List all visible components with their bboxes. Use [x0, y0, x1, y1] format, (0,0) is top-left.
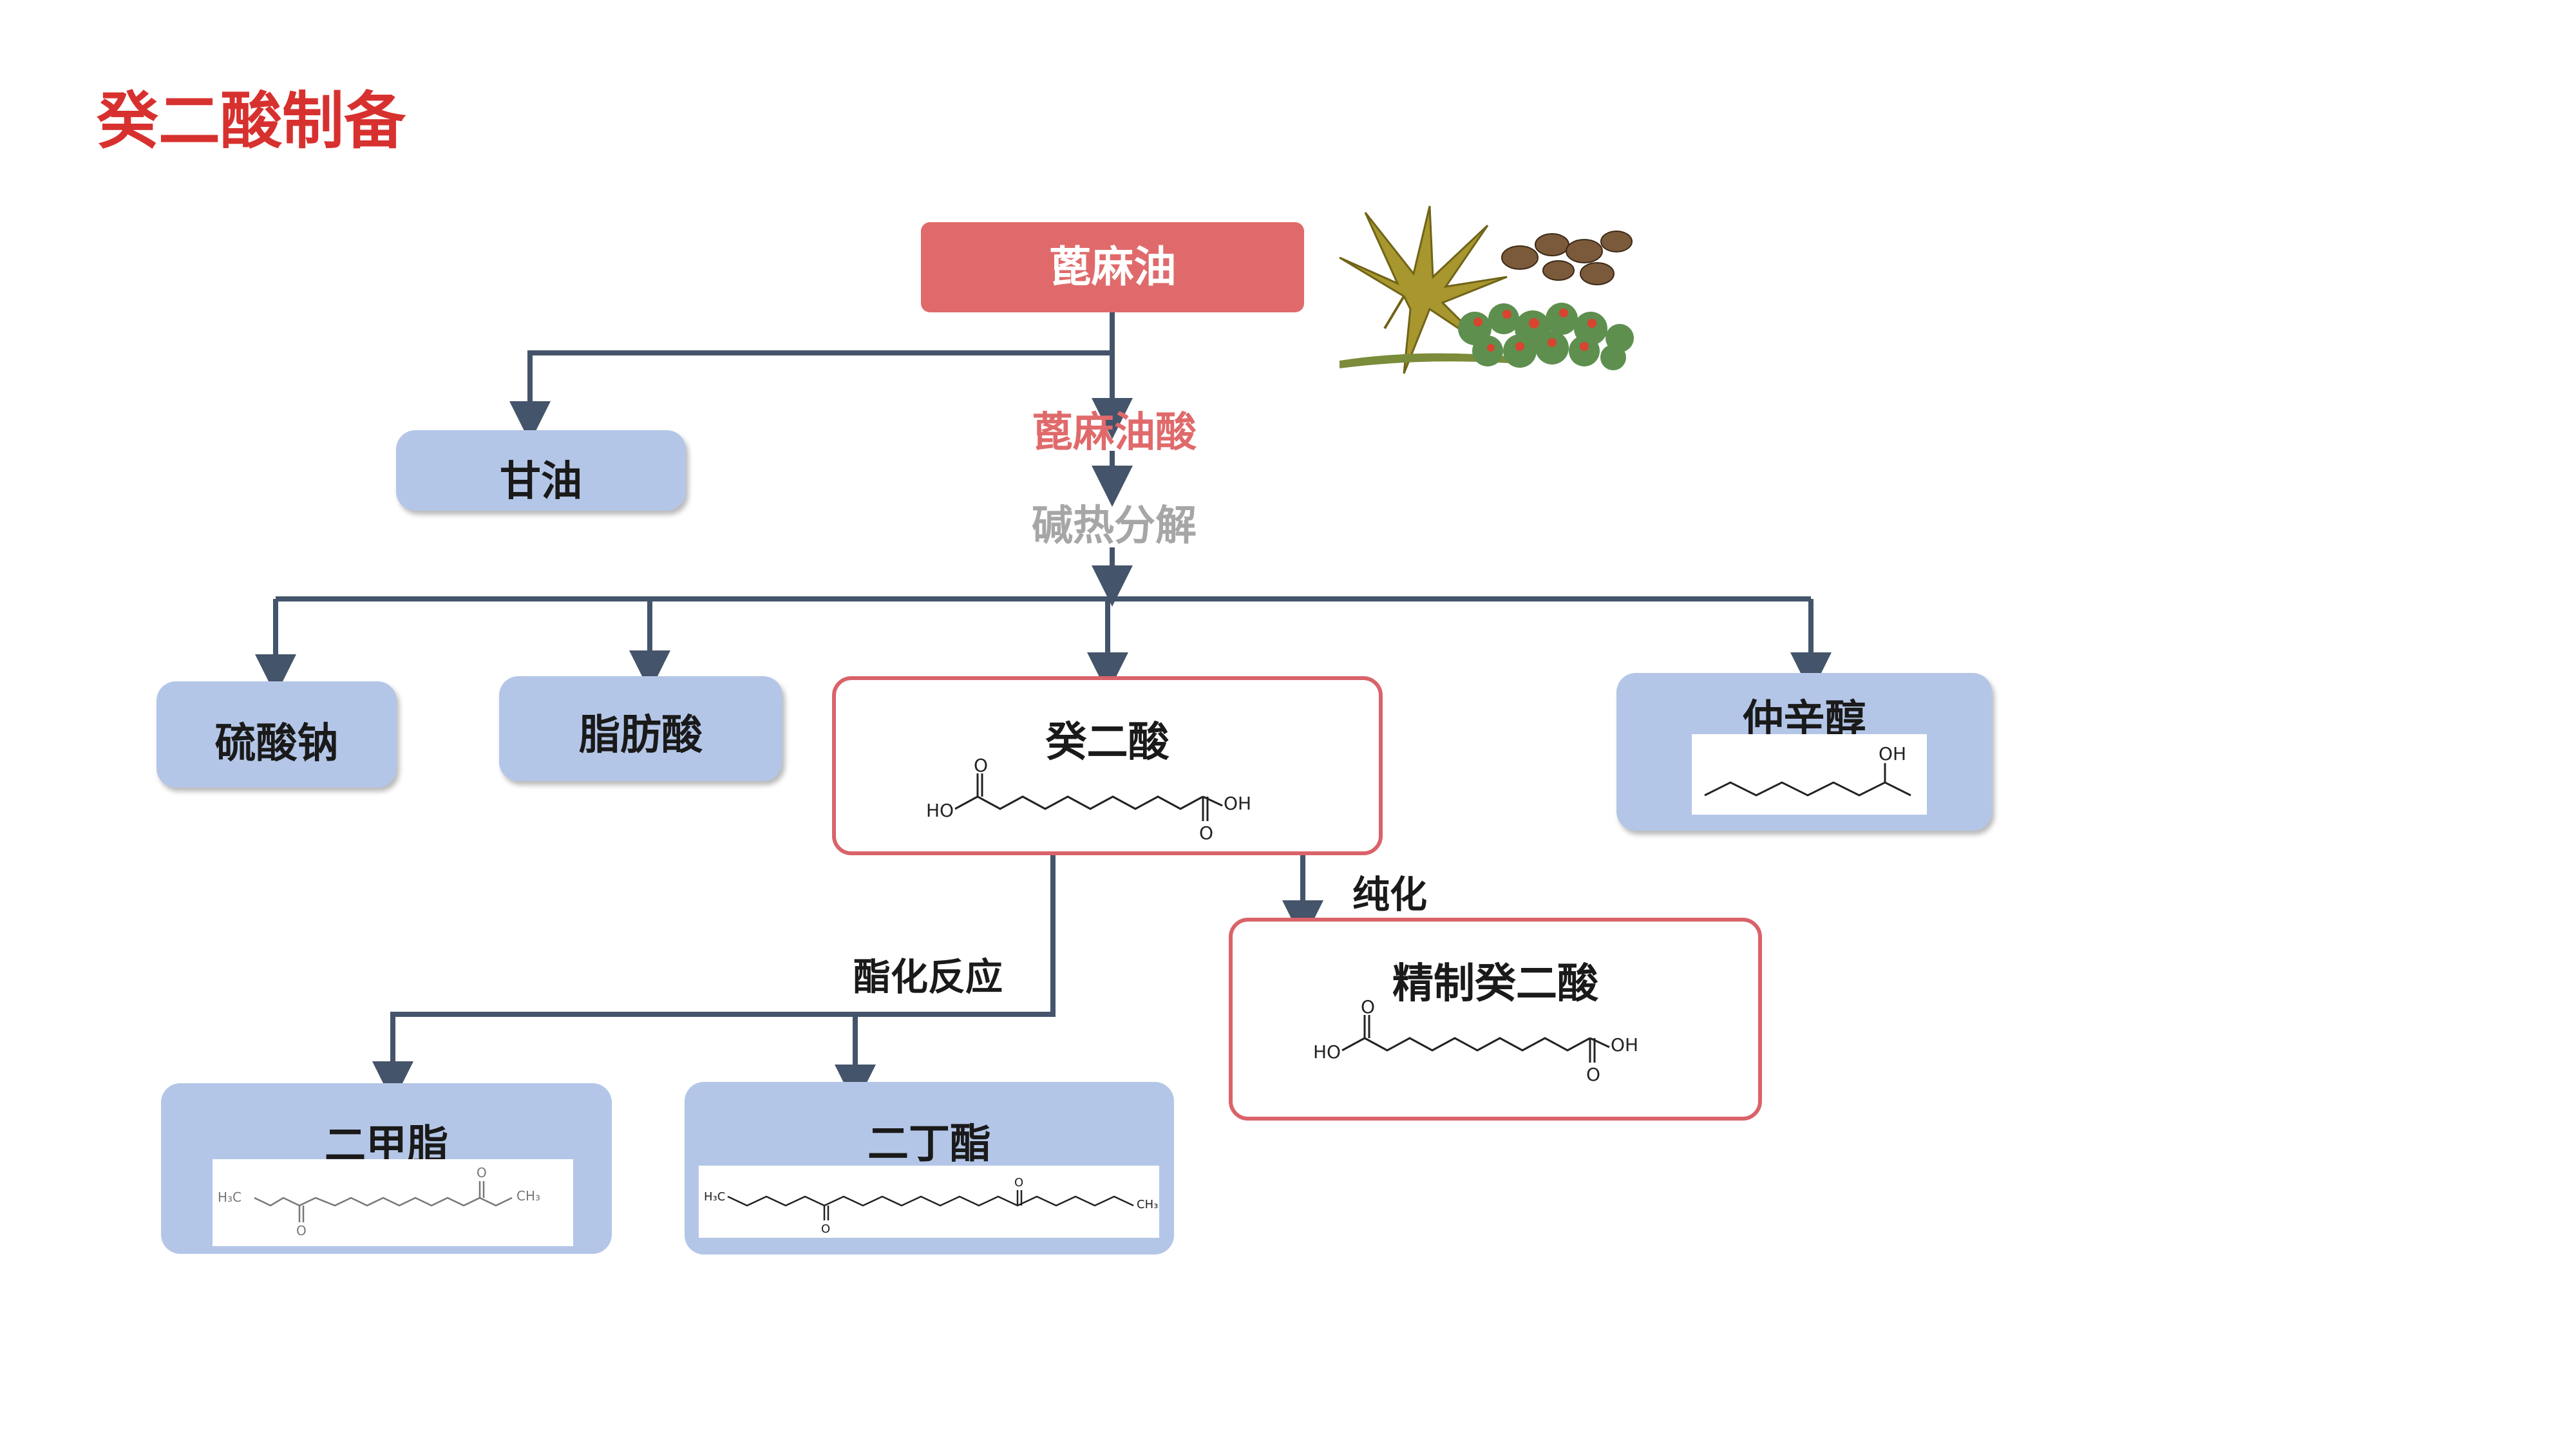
svg-text:O: O: [1361, 996, 1375, 1018]
purification-label: 纯化: [1352, 873, 1428, 916]
svg-text:OH: OH: [1611, 1034, 1638, 1056]
svg-text:OH: OH: [1224, 793, 1251, 814]
svg-text:HO: HO: [1313, 1041, 1341, 1063]
octanol-node: 仲辛醇 OH: [1616, 673, 1992, 831]
castor-plant-image: [1327, 200, 1681, 393]
esterification-label: 酯化反应: [853, 955, 1003, 999]
alkali-pyrolysis-label: 碱热分解: [1032, 502, 1197, 550]
dibutyl-ester-label: 二丁酯: [867, 1121, 991, 1168]
castor-fruit-cluster-icon: [1340, 303, 1634, 370]
svg-text:H₃C: H₃C: [218, 1189, 242, 1205]
glycerol-node: 甘油: [396, 430, 686, 511]
svg-text:O: O: [974, 755, 988, 776]
svg-text:O: O: [477, 1165, 487, 1180]
sodium-sulfate-node: 硫酸钠: [156, 681, 397, 788]
refined-sebacic-acid-label: 精制癸二酸: [1392, 960, 1598, 1008]
svg-text:O: O: [1014, 1176, 1023, 1189]
svg-text:OH: OH: [1879, 743, 1906, 764]
sebacic-acid-label: 癸二酸: [1045, 719, 1170, 766]
refined-sebacic-acid-node: 精制癸二酸 HO O OH O: [1229, 918, 1762, 1121]
svg-text:H₃C: H₃C: [704, 1190, 725, 1204]
castor-oil-node: 蓖麻油: [921, 222, 1304, 312]
glycerol-label: 甘油: [500, 458, 582, 506]
svg-text:O: O: [821, 1222, 830, 1236]
sebacic-acid-node: 癸二酸 HO O OH O: [832, 676, 1383, 855]
octanol-structure: OH: [1692, 734, 1927, 815]
dibutyl-ester-node: 二丁酯 H₃C CH₃ O O: [685, 1082, 1174, 1255]
sebacic-acid-structure: HO O OH O: [926, 755, 1251, 844]
dimethyl-ester-structure: H₃C CH₃ O O: [213, 1159, 573, 1246]
svg-text:O: O: [1199, 822, 1213, 844]
sodium-sulfate-label: 硫酸钠: [214, 720, 339, 768]
ricinoleic-acid-label: 蓖麻油酸: [1032, 409, 1197, 457]
dibutyl-ester-structure: H₃C CH₃ O O: [699, 1166, 1159, 1238]
refined-sebacic-acid-structure: HO O OH O: [1313, 996, 1638, 1085]
svg-text:O: O: [296, 1223, 307, 1238]
castor-seeds-icon: [1501, 231, 1633, 285]
page-title: 癸二酸制备: [97, 85, 406, 157]
svg-text:HO: HO: [926, 800, 954, 821]
svg-text:CH₃: CH₃: [516, 1188, 540, 1204]
svg-text:CH₃: CH₃: [1137, 1198, 1158, 1211]
fatty-acid-node: 脂肪酸: [499, 676, 782, 781]
fatty-acid-label: 脂肪酸: [579, 712, 703, 759]
svg-text:O: O: [1586, 1064, 1600, 1085]
dimethyl-ester-node: 二甲脂 H₃C CH₃ O O: [161, 1083, 612, 1254]
